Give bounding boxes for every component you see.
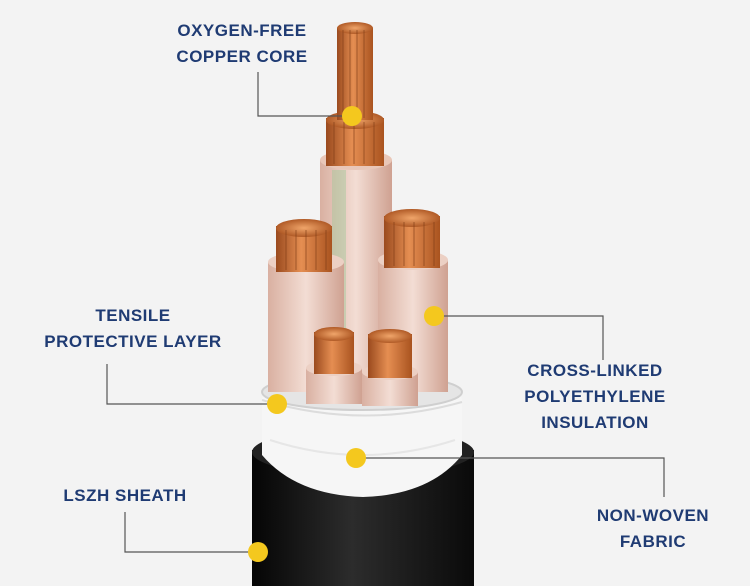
leader-line-xlpe [434,315,604,360]
leader-line-lszh [124,512,258,553]
label-line: INSULATION [541,413,649,432]
label-tensile-layer: TENSILE PROTECTIVE LAYER [38,303,228,355]
marker-fabric [346,448,366,468]
label-line: FABRIC [619,532,687,551]
front-left-conductor [306,327,362,404]
label-non-woven-fabric: NON-WOVEN FABRIC [588,503,718,555]
label-line: POLYETHYLENE [524,387,666,406]
label-line: TENSILE [95,306,171,325]
leader-line-tensile [106,364,277,405]
label-line: CROSS-LINKED [527,361,663,380]
marker-copper-core [342,106,362,126]
label-lszh-sheath: LSZH SHEATH [55,483,195,509]
label-copper-core: OXYGEN-FREE COPPER CORE [172,18,312,70]
label-line: LSZH SHEATH [63,486,187,505]
label-xlpe-insulation: CROSS-LINKED POLYETHYLENE INSULATION [520,358,670,436]
label-line: PROTECTIVE LAYER [44,332,222,351]
label-line: COPPER CORE [176,47,308,66]
marker-xlpe [424,306,444,326]
front-right-conductor [362,329,418,406]
marker-lszh [248,542,268,562]
marker-tensile [267,394,287,414]
label-line: OXYGEN-FREE [177,21,307,40]
markers [248,106,444,562]
label-line: NON-WOVEN [596,506,710,525]
leader-line-fabric [356,457,665,497]
leader-line-copper-core [257,72,352,117]
leader-lines [106,72,665,553]
